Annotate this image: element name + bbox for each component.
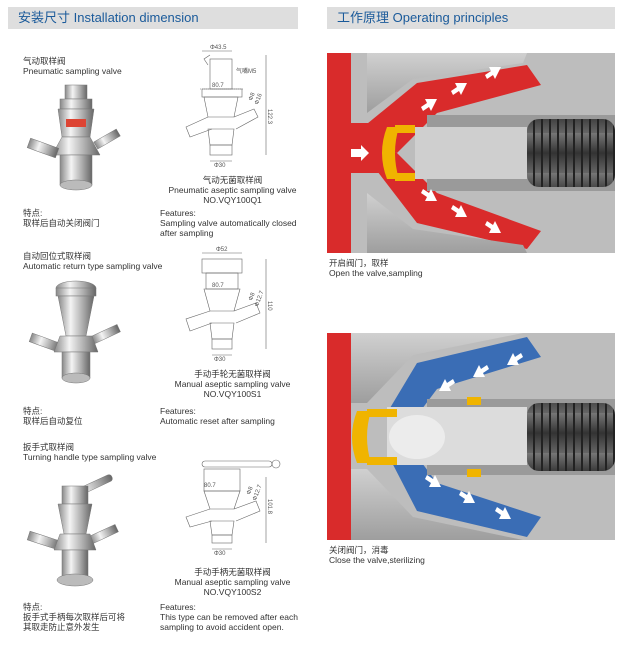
valve2-feature-cn: 取样后自动复位: [23, 416, 83, 426]
valve1-feature-cn: 取样后自动关闭阀门: [23, 218, 100, 228]
valve3-photo: [26, 474, 119, 587]
valve1-drawing-title-en: Pneumatic aseptic sampling valve: [168, 185, 297, 195]
valve3-dim-side1: Φ8: [246, 485, 255, 495]
valve3-drawing: 80.7 101.8 Φ8 Φ12.7 Φ30: [185, 459, 281, 557]
valve3-feature-en-1: This type can be removed after each: [160, 612, 298, 622]
valve3-name-cn: 扳手式取样阀: [23, 442, 75, 452]
valve3-dim-bottom: Φ30: [214, 551, 226, 557]
valve1-feature-cn-label: 特点:: [23, 208, 43, 218]
valve1-drawing: Φ43.5 气嘴M5 80.7 122.3 Φ8 Φ16 Φ30: [185, 45, 272, 169]
valve1-dim-top: Φ43.5: [210, 45, 227, 51]
valve1-name-en: Pneumatic sampling valve: [23, 66, 122, 76]
valve2-dim-width: 80.7: [212, 283, 224, 289]
valve1-model: NO.VQY100Q1: [203, 195, 262, 205]
valve1-dim-port: 气嘴M5: [236, 67, 257, 75]
operating-header: 工作原理 Operating principles: [327, 7, 615, 29]
valve2-name-cn: 自动回位式取样阀: [23, 251, 92, 261]
operating-close-caption-en: Close the valve,sterilizing: [329, 555, 425, 565]
valve1-photo: [26, 84, 121, 191]
valve2-feature-cn-label: 特点:: [23, 406, 43, 416]
valve2-drawing-title-en: Manual aseptic sampling valve: [174, 379, 291, 389]
valve1-dim-side1: Φ8: [248, 91, 257, 101]
valve1-dim-side2: Φ16: [254, 92, 264, 105]
valve2-feature-en-1: Automatic reset after sampling: [160, 416, 275, 426]
valve3-model: NO.VQY100S2: [203, 587, 262, 597]
install-header: 安装尺寸 Installation dimension: [8, 7, 298, 29]
valve3-drawing-title-en: Manual aseptic sampling valve: [174, 577, 291, 587]
valve1-feature-en-1: Sampling valve automatically closed: [160, 218, 297, 228]
valve3-name-en: Turning handle type sampling valve: [23, 452, 157, 462]
operating-open-diagram: [327, 53, 615, 253]
operating-open-caption-cn: 开启阀门，取样: [329, 258, 389, 268]
valve3-feature-cn-1: 扳手式手柄每次取样后可将: [23, 612, 126, 622]
valve2-name-en: Automatic return type sampling valve: [23, 261, 163, 271]
valve3-feature-en-label: Features:: [160, 602, 196, 612]
valve3-drawing-title-cn: 手动手柄无菌取样阀: [194, 567, 271, 577]
operating-close-caption-cn: 关闭阀门，消毒: [329, 545, 389, 555]
valve1-drawing-title-cn: 气动无菌取样阀: [202, 175, 263, 185]
valve2-dim-side2: Φ12.7: [254, 290, 265, 308]
valve2-photo: [28, 280, 121, 384]
valve2-model: NO.VQY100S1: [203, 389, 262, 399]
valve3-feature-cn-label: 特点:: [23, 602, 43, 612]
valve1-name-cn: 气动取样阀: [23, 56, 66, 66]
valve2-dim-side1: Φ8: [248, 291, 257, 301]
operating-open-caption-en: Open the valve,sampling: [329, 268, 423, 278]
valve1-dim-height: 122.3: [266, 109, 272, 125]
valve1-feature-en-label: Features:: [160, 208, 196, 218]
valve3-dim-width: 80.7: [204, 483, 216, 489]
valve1-dim-width: 80.7: [212, 83, 224, 89]
valve2-dim-bottom: Φ30: [214, 357, 226, 363]
valve2-drawing-title-cn: 手动手轮无菌取样阀: [194, 369, 271, 379]
operating-close-diagram: [327, 333, 615, 540]
valve3-dim-side2: Φ12.7: [252, 484, 263, 502]
valve2-drawing: Φ52 80.7 110 Φ8 Φ12.7 Φ30: [185, 247, 272, 363]
valve1-dim-bottom: Φ30: [214, 163, 226, 169]
valve2-dim-height: 110: [266, 301, 272, 311]
valve3-dim-height: 101.8: [266, 499, 272, 515]
valve3-feature-cn-2: 其取走防止意外发生: [23, 622, 100, 632]
valve1-feature-en-2: after sampling: [160, 228, 214, 238]
valve2-dim-top: Φ52: [216, 247, 228, 253]
valve3-feature-en-2: sampling to avoid accident open.: [160, 622, 284, 632]
valve2-feature-en-label: Features:: [160, 406, 196, 416]
